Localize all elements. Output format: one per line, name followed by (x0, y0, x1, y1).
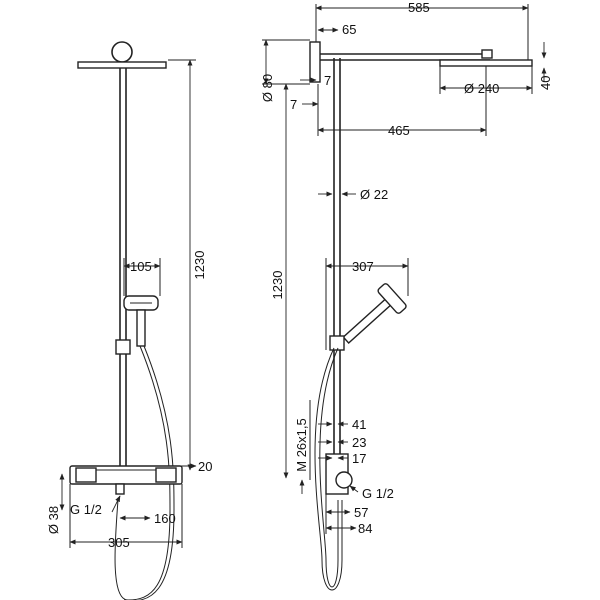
front-height-label: 1230 (192, 251, 207, 280)
side-slider (329, 335, 345, 351)
front-slider (115, 339, 131, 355)
side-height-label: 1230 (270, 271, 285, 300)
side-thread-label: M 26x1,5 (294, 418, 309, 471)
side-hand-shower-label: 307 (352, 259, 374, 274)
front-pipe-dia-label: Ø 38 (46, 506, 61, 534)
front-view: 1230 105 20 Ø 38 G 1/2 160 305 (46, 41, 212, 600)
front-outlet (115, 483, 125, 495)
side-dim-17-label: 17 (352, 451, 366, 466)
side-hand-shower (342, 283, 407, 344)
side-dim-84-label: 84 (358, 521, 372, 536)
side-head-dia-label: Ø 240 (464, 81, 499, 96)
side-gap-b-label: 7 (290, 97, 297, 112)
side-valve (335, 471, 353, 489)
side-dim-23-label: 23 (352, 435, 366, 450)
front-overhead-shower (77, 61, 167, 69)
side-dim-41-label: 41 (352, 417, 366, 432)
side-arm-reach-label: 465 (388, 123, 410, 138)
side-overhead-shower (439, 59, 533, 67)
side-view: 585 65 Ø 80 7 7 Ø 240 40 465 Ø 22 (260, 0, 553, 591)
side-wall-bracket (309, 41, 321, 83)
side-bracket-dia-label: Ø 80 (260, 74, 275, 102)
side-rod-dia-label: Ø 22 (360, 187, 388, 202)
front-hand-shower-handle (136, 309, 146, 347)
side-head-height-label: 40 (538, 76, 553, 90)
side-dim-57-label: 57 (354, 505, 368, 520)
side-hose (314, 347, 343, 591)
front-top-dim-label: 20 (198, 459, 212, 474)
front-head-dim-label: 105 (130, 259, 152, 274)
front-hose (114, 345, 171, 600)
front-spacing-label: 160 (154, 511, 176, 526)
side-arm-length-label: 585 (408, 0, 430, 15)
front-connection-label: G 1/2 (70, 502, 102, 517)
side-gap-a-label: 7 (324, 73, 331, 88)
front-width-label: 305 (108, 535, 130, 550)
side-connection-label: G 1/2 (362, 486, 394, 501)
side-bracket-width-label: 65 (342, 22, 356, 37)
front-head-mount (111, 41, 133, 63)
